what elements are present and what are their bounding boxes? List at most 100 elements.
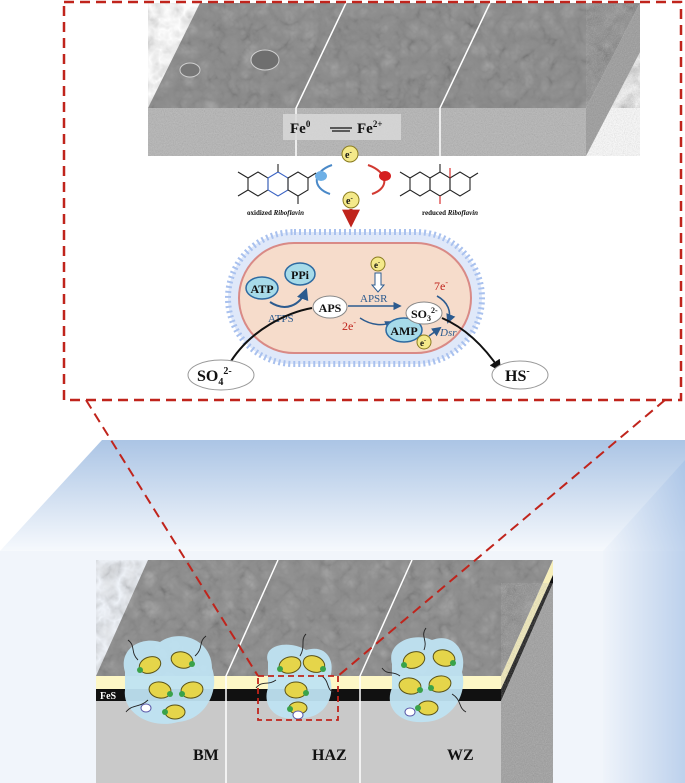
zone-label-wz: WZ bbox=[447, 747, 474, 764]
bacterium bbox=[170, 651, 195, 669]
ring bbox=[267, 171, 289, 197]
bacterium bbox=[162, 704, 186, 720]
bond bbox=[307, 172, 317, 179]
aps-node bbox=[312, 295, 348, 319]
bacteria-group bbox=[137, 649, 456, 720]
sulfate-label: SO42- bbox=[197, 366, 232, 388]
bacterium-pole bbox=[179, 691, 185, 697]
bacterium-pole bbox=[287, 706, 293, 712]
fes-label: FeS bbox=[100, 691, 117, 702]
ring bbox=[429, 171, 451, 197]
amp-label: AMP bbox=[390, 324, 417, 338]
bacterium bbox=[401, 651, 426, 669]
aps-label: APS bbox=[319, 301, 342, 315]
reduced-node bbox=[379, 171, 391, 181]
reduced-riboflavin-label: reduced Riboflavin bbox=[422, 209, 478, 217]
sem-texture-top bbox=[148, 3, 640, 108]
ppi-label: PPi bbox=[291, 268, 310, 282]
electron-label: e- bbox=[420, 338, 426, 348]
bacterium-pole bbox=[167, 691, 173, 697]
bond bbox=[399, 189, 411, 197]
bacterium bbox=[302, 655, 326, 673]
seven-electron-label: 7e- bbox=[434, 278, 448, 293]
fe2-label: Fe2+ bbox=[357, 119, 382, 137]
small-cell bbox=[140, 703, 152, 713]
riboflavin-cycle: e- e- bbox=[315, 145, 391, 228]
small-cell bbox=[292, 710, 304, 720]
bond bbox=[469, 172, 479, 179]
flagellum bbox=[451, 693, 467, 713]
electron-label: e- bbox=[346, 194, 353, 207]
bacterium-pole bbox=[401, 662, 407, 668]
oxidized-node bbox=[315, 171, 327, 181]
box-top-face bbox=[0, 440, 685, 551]
corrosion-pit bbox=[179, 62, 201, 78]
atp-node bbox=[245, 276, 279, 300]
ring bbox=[409, 171, 431, 197]
flagellum bbox=[255, 679, 277, 689]
bacterium-pole bbox=[277, 666, 283, 672]
bacterium-pole bbox=[303, 690, 309, 696]
oxidized-riboflavin-structure bbox=[237, 164, 317, 204]
cell-interior bbox=[238, 242, 472, 354]
bacterium bbox=[277, 656, 302, 674]
electron-icon bbox=[370, 256, 386, 272]
two-electron-label: 2e- bbox=[342, 318, 356, 333]
zone-divider bbox=[225, 559, 279, 783]
bacterium bbox=[428, 675, 452, 693]
bacterium bbox=[398, 677, 423, 695]
flagellum bbox=[125, 699, 149, 713]
flagella bbox=[125, 627, 467, 713]
zoom-connector-left bbox=[85, 399, 259, 677]
sulfate-uptake-arrow bbox=[227, 307, 313, 367]
so3-node bbox=[405, 301, 443, 325]
small-cells bbox=[140, 703, 416, 720]
electron-label: e- bbox=[345, 148, 352, 161]
fes-side bbox=[501, 560, 553, 689]
zoom-outline-box bbox=[62, 0, 683, 402]
ring bbox=[247, 171, 269, 197]
bacterium-pole bbox=[428, 685, 434, 691]
box-side-face bbox=[603, 460, 685, 783]
sulfate-node bbox=[187, 359, 255, 391]
apsr-input-arrow bbox=[370, 272, 386, 293]
bacterium-pole bbox=[189, 661, 195, 667]
bacterium-pole bbox=[137, 667, 143, 673]
sulfide-label: HS- bbox=[505, 366, 530, 385]
corrosion-pit bbox=[250, 49, 280, 71]
so3-label: SO32- bbox=[411, 306, 438, 323]
ring bbox=[449, 171, 471, 197]
bacterium bbox=[415, 700, 439, 716]
zone-label-bm: BM bbox=[193, 747, 219, 764]
bacterium-pole bbox=[320, 666, 326, 672]
reduced-riboflavin-structure bbox=[399, 164, 479, 204]
sulfide-node bbox=[491, 360, 549, 390]
atps-arrow bbox=[269, 287, 309, 308]
bond bbox=[399, 171, 411, 179]
apsr-label: APSR bbox=[360, 293, 388, 305]
dsr-arrow bbox=[436, 295, 456, 324]
ring bbox=[287, 171, 309, 197]
bond bbox=[237, 171, 249, 179]
zone-divider bbox=[439, 2, 491, 156]
electron-to-dsr-arrow bbox=[428, 326, 442, 337]
electron-icon bbox=[342, 191, 360, 209]
bacterium bbox=[137, 656, 162, 674]
cycle-arrow-left bbox=[315, 164, 333, 195]
dsr-label: Dsr bbox=[439, 327, 457, 339]
bacterium bbox=[284, 681, 309, 699]
flagellum bbox=[321, 675, 335, 693]
metal-block-top bbox=[148, 2, 640, 156]
flagellum bbox=[194, 635, 207, 657]
block-side-grain bbox=[586, 3, 640, 156]
amp-node bbox=[385, 317, 423, 343]
flagellum bbox=[127, 639, 139, 661]
bacterium-pole bbox=[415, 705, 421, 711]
zone-label-haz: HAZ bbox=[312, 747, 347, 764]
bacterium-body bbox=[284, 681, 308, 699]
electron-icon bbox=[416, 334, 432, 350]
bacterium bbox=[179, 681, 204, 699]
bond bbox=[237, 189, 249, 197]
bacterium-pole bbox=[417, 687, 423, 693]
